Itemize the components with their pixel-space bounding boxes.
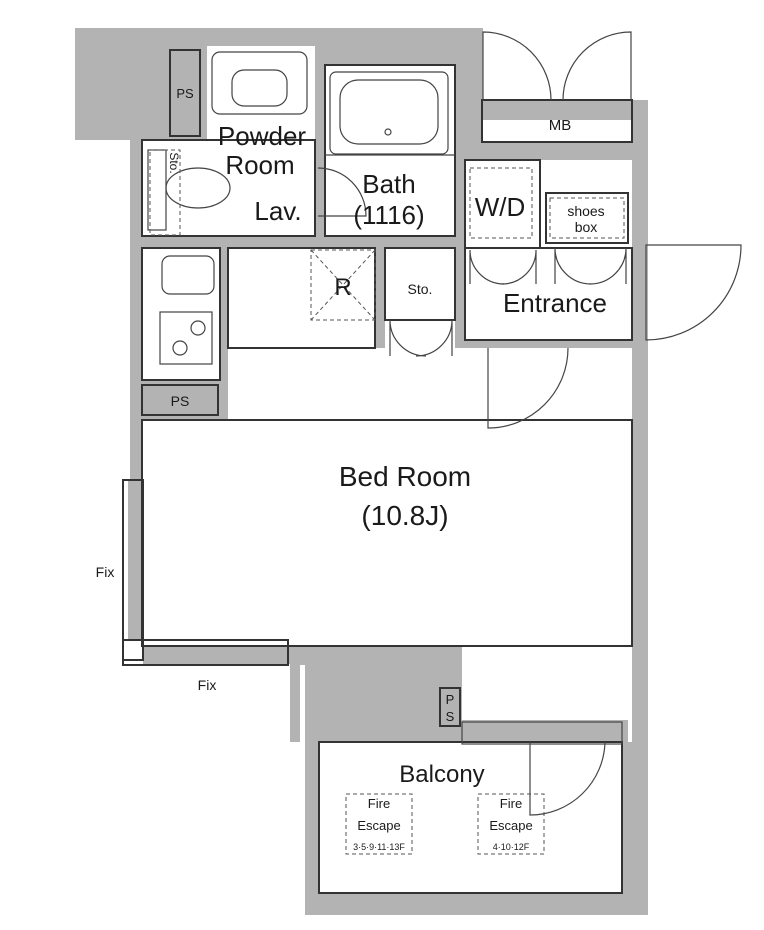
refrigerator-label: R xyxy=(334,274,351,301)
bath-label: Bath xyxy=(362,169,416,199)
bedroom-label: Bed Room xyxy=(339,461,471,492)
entrance-label: Entrance xyxy=(503,288,607,318)
storage-small-label: Sto. xyxy=(167,152,181,173)
shoes-box-label-1: shoes xyxy=(567,203,604,219)
ps-kitchen-label: PS xyxy=(171,393,190,409)
powder-room-label-2: Room xyxy=(225,150,294,180)
shoes-box-label-2: box xyxy=(575,219,598,235)
room-interiors xyxy=(142,46,632,893)
mb-label: MB xyxy=(549,117,572,134)
labels: PS MB Powder Room Lav. Sto. Bath (1116) … xyxy=(96,86,607,852)
bath-size-label: (1116) xyxy=(353,200,424,230)
bedroom-size-label: (10.8J) xyxy=(361,500,448,531)
fixtures xyxy=(122,51,625,855)
balcony-label: Balcony xyxy=(399,761,484,788)
fire-escape-1-line2: Escape xyxy=(357,818,400,833)
fix-bottom-label: Fix xyxy=(198,677,217,693)
ps-top-label: PS xyxy=(176,86,194,101)
fire-escape-1-line1: Fire xyxy=(368,796,390,811)
storage-label: Sto. xyxy=(408,281,433,297)
wd-label: W/D xyxy=(475,192,526,222)
powder-room-label-1: Powder xyxy=(218,121,306,151)
doors xyxy=(317,31,742,816)
fire-escape-1-floors: 3·5·9·11·13F xyxy=(353,842,405,852)
ps-balcony-label-2: S xyxy=(446,709,455,724)
fix-left-label: Fix xyxy=(96,564,115,580)
ps-balcony-label-1: P xyxy=(446,692,455,707)
fire-escape-2-floors: 4·10·12F xyxy=(493,842,530,852)
lav-label: Lav. xyxy=(254,196,301,226)
fire-escape-2-line2: Escape xyxy=(489,818,532,833)
fire-escape-2-line1: Fire xyxy=(500,796,522,811)
